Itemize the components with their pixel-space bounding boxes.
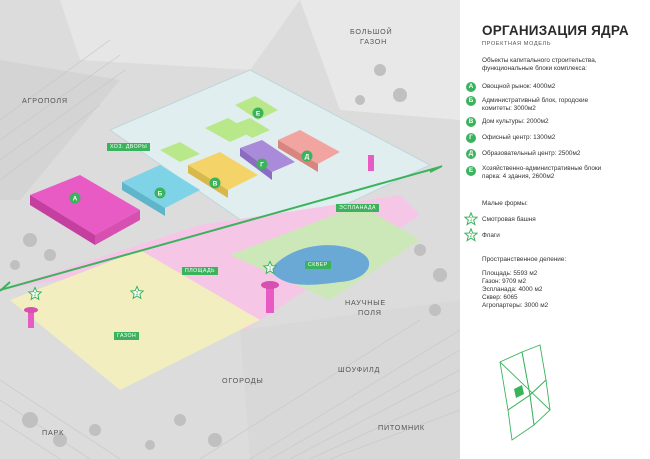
small-forms-title: Малые формы:: [482, 200, 528, 207]
axis-arrow-left: [0, 281, 11, 292]
tag-plaza: ПЛОЩАДЬ: [182, 267, 219, 275]
object-badge: Б: [466, 96, 476, 106]
svg-text:Г: Г: [260, 161, 264, 168]
trees: [10, 64, 447, 450]
svg-text:А: А: [73, 195, 78, 202]
object-badge: В: [466, 117, 476, 127]
area-label-park: ПАРК: [42, 428, 64, 437]
svg-text:Б: Б: [158, 190, 163, 197]
star-marker: 1: [262, 260, 278, 275]
svg-text:В: В: [213, 180, 218, 187]
object-text: Офисный центр: 1300м2: [482, 134, 556, 141]
svg-text:2: 2: [34, 292, 37, 298]
area-label-lawn: ГАЗОН: [360, 37, 387, 46]
area-label-nursery: ПИТОМНИК: [378, 423, 425, 432]
building-v: [188, 152, 258, 198]
object-text: Образовательный центр: 2500м2: [482, 150, 581, 157]
area-label-science: НАУЧНЫЕ: [345, 298, 386, 307]
object-text: Овощной рынок: 4000м2: [482, 83, 556, 90]
star-marker: 2: [27, 286, 43, 301]
tower-east: [368, 155, 374, 171]
building-letter-badge: Е: [252, 107, 264, 119]
tag-esplanade: ЭСПЛАНАДА: [336, 204, 379, 212]
area-label-showfield: ШОУФИЛД: [338, 365, 380, 374]
svg-text:3: 3: [136, 291, 139, 297]
division-item: Агропартеры: 3000 м2: [482, 302, 549, 309]
object-badge: А: [466, 82, 476, 92]
area-label-fields: ПОЛЯ: [358, 308, 382, 317]
star-badge-icon: 1: [464, 212, 478, 226]
object-text: Хозяйственно-административные блоки парк…: [482, 165, 602, 180]
svg-text:Е: Е: [256, 110, 261, 117]
area-label-big: БОЛЬШОЙ: [350, 27, 393, 36]
field-area-south: [240, 300, 460, 459]
building-letter-badge: А: [69, 192, 81, 204]
division-item: Эспланада: 4000 м2: [482, 286, 543, 293]
star-markers: 1 2 3: [27, 260, 278, 301]
star-number: 2: [470, 233, 473, 239]
small-form-text: Смотровая башня: [482, 216, 536, 223]
building-badges: А Б В Г Д Е: [69, 107, 313, 204]
division-item: Площадь: 5593 м2: [482, 270, 538, 277]
field-area-big-lawn: [300, 0, 460, 120]
building-letter-badge: Б: [154, 187, 166, 199]
small-form-text: Флаги: [482, 232, 500, 239]
star-badge-icon: 2: [464, 228, 478, 242]
division-item: Сквер: 6065: [482, 294, 518, 301]
building-a: [30, 175, 140, 245]
lawn-area: [10, 250, 260, 390]
object-text: Дом культуры: 2000м2: [482, 118, 549, 125]
object-badge: Г: [466, 133, 476, 143]
area-label-agro: АГРОПОЛЯ: [22, 96, 68, 105]
viewing-tower: [261, 281, 279, 313]
tag-lawn: ГАЗОН: [114, 332, 140, 340]
svg-text:1: 1: [269, 266, 272, 272]
small-tower: [24, 307, 38, 328]
object-text: Административный блок, городские комитет…: [482, 97, 589, 112]
page-title: ОРГАНИЗАЦИЯ ЯДРА: [482, 23, 629, 38]
svg-text:Д: Д: [305, 153, 310, 160]
object-badge: Е: [466, 166, 476, 176]
area-label-gardens: ОГОРОДЫ: [222, 376, 264, 385]
star-number: 1: [470, 217, 473, 223]
division-item: Газон: 9709 м2: [482, 278, 527, 285]
main-axis-line: [0, 166, 441, 291]
legend-panel: ОРГАНИЗАЦИЯ ЯДРА ПРОЕКТНАЯ МОДЕЛЬ Объект…: [460, 0, 650, 459]
building-letter-badge: В: [209, 177, 221, 189]
field-area-north: [60, 0, 300, 70]
tag-utility-yards: ХОЗ. ДВОРЫ: [107, 143, 151, 151]
objects-intro: Объекты капитального строительства, функ…: [482, 57, 597, 72]
site-plan-map: А Б В Г Д Е 1 2 3 БОЛЬШОЙ ГАЗОН АГРОПОЛЯ НАУЧНЫ…: [0, 0, 460, 459]
building-b: [122, 165, 200, 216]
building-d: [278, 130, 340, 172]
building-letter-badge: Д: [301, 150, 313, 162]
axis-arrow-right: [429, 165, 443, 173]
page-subtitle: ПРОЕКТНАЯ МОДЕЛЬ: [482, 41, 552, 47]
division-title: Пространственное деление:: [482, 256, 567, 263]
object-badge: Д: [466, 149, 476, 159]
tag-square: СКВЕР: [305, 261, 331, 269]
star-marker: 3: [129, 285, 145, 300]
building-letter-badge: Г: [256, 158, 268, 170]
map-hatching: [0, 39, 460, 459]
building-g: [240, 140, 295, 180]
